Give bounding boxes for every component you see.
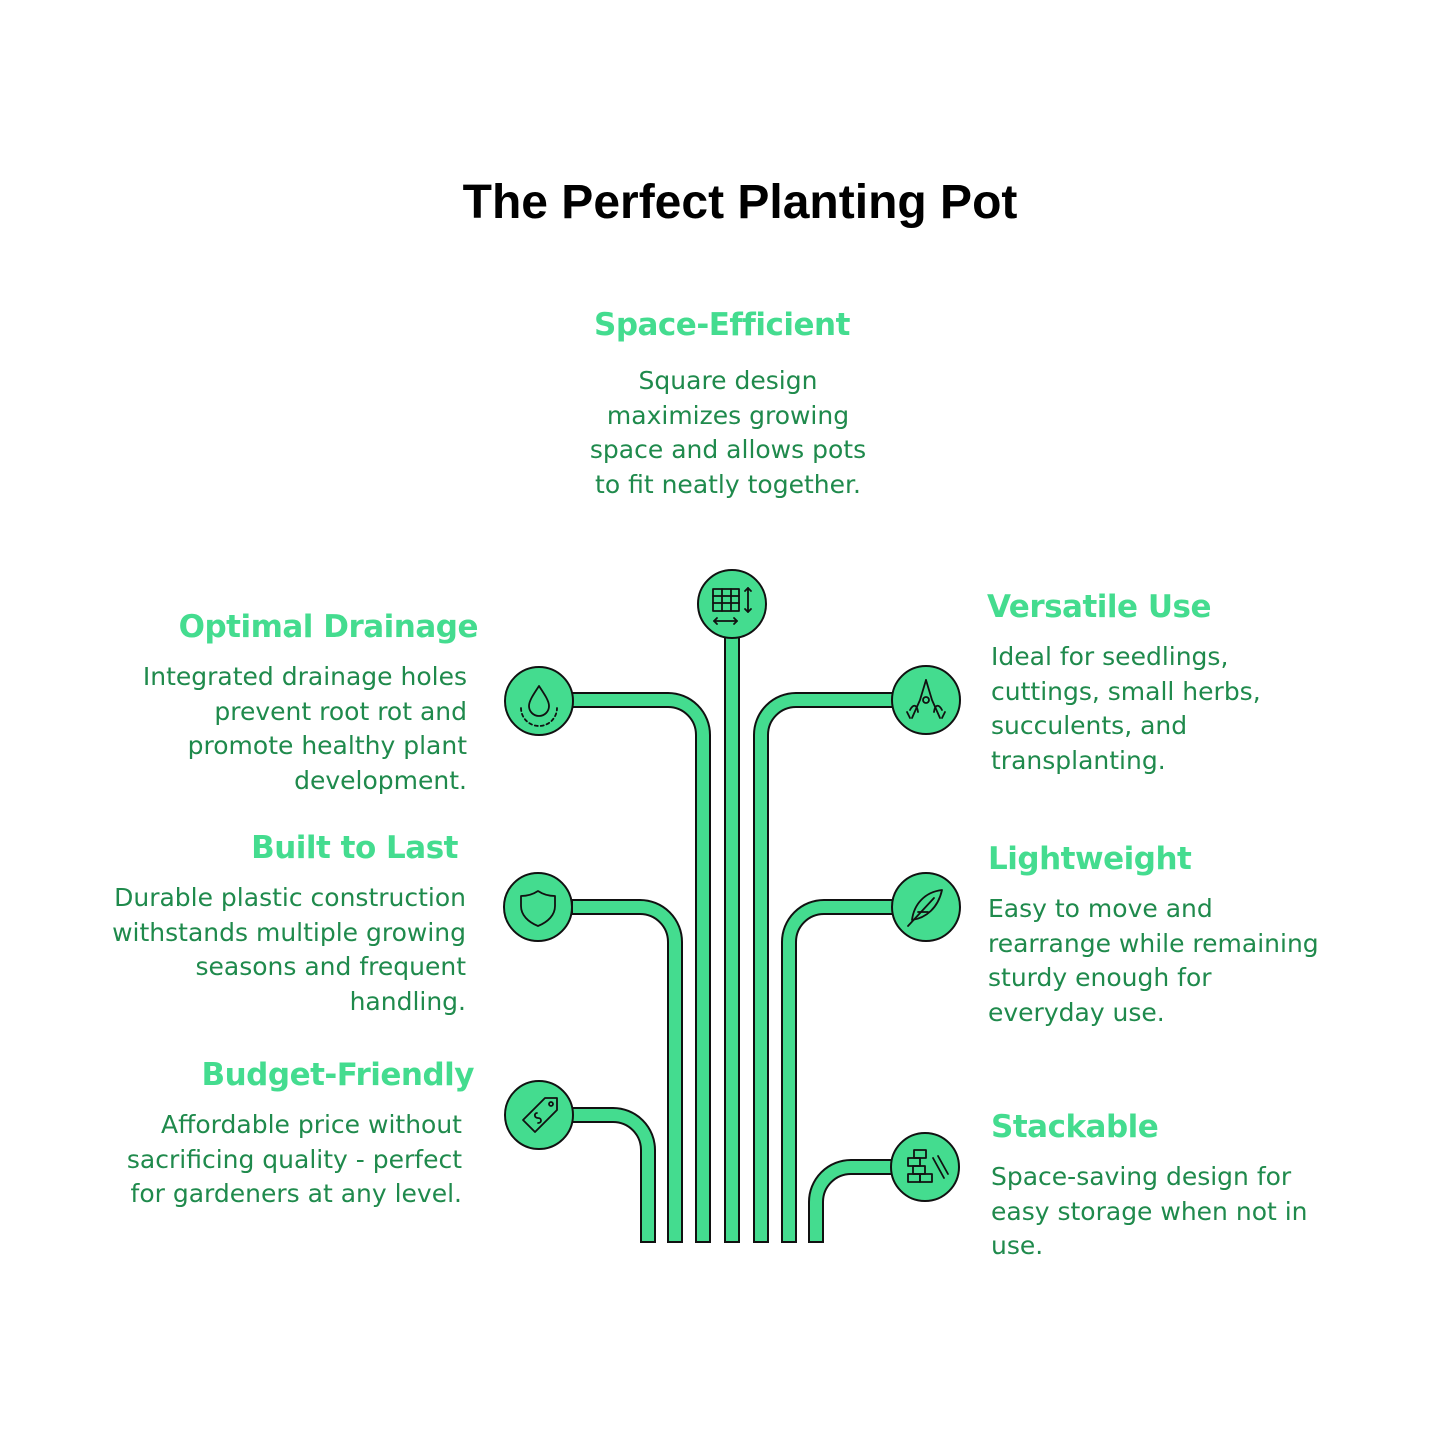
- feature-heading: Lightweight: [988, 841, 1192, 877]
- grid-resize-icon: [712, 587, 752, 625]
- page-title: The Perfect Planting Pot: [462, 176, 1018, 229]
- water-drop-icon: [520, 685, 558, 727]
- price-tag-icon: [522, 1097, 558, 1133]
- feature-heading: Space-Efficient: [594, 307, 850, 343]
- feature-description: Durable plastic construction withstands …: [112, 883, 466, 1016]
- feature-budget-friendly: Budget-Friendly Affordable price without…: [110, 1057, 475, 1212]
- feature-description: Square design maximizes growing space an…: [589, 366, 867, 499]
- feature-space-efficient: Space-Efficient Square design maximizes …: [548, 307, 908, 502]
- trunk-space-efficient: [724, 631, 740, 1243]
- pruning-shears-icon: [906, 679, 946, 719]
- feature-description: Affordable price without sacrificing qua…: [126, 1110, 462, 1209]
- branch-lightweight: [781, 899, 894, 1243]
- branch-built-to-last: [571, 899, 683, 1243]
- feather-icon: [907, 889, 943, 927]
- shield-icon: [520, 890, 556, 927]
- feature-built-to-last: Built to Last Durable plastic constructi…: [110, 830, 468, 1019]
- feature-description: Easy to move and rearrange while remaini…: [988, 894, 1319, 1027]
- feature-heading: Versatile Use: [987, 589, 1212, 625]
- feature-description: Integrated drainage holes prevent root r…: [142, 662, 467, 795]
- branch-optimal-drainage: [571, 692, 711, 1243]
- branch-budget-friendly: [571, 1107, 656, 1243]
- feature-heading: Built to Last: [251, 830, 458, 866]
- feature-heading: Stackable: [991, 1109, 1159, 1145]
- feature-lightweight: Lightweight Easy to move and rearrange w…: [988, 841, 1328, 1030]
- feature-optimal-drainage: Optimal Drainage Integrated drainage hol…: [110, 609, 479, 798]
- stacked-blocks-icon: [907, 1149, 949, 1183]
- feature-heading: Optimal Drainage: [178, 609, 479, 645]
- feature-stackable: Stackable Space-saving design for easy s…: [991, 1109, 1321, 1264]
- feature-versatile-use: Versatile Use Ideal for seedlings, cutti…: [987, 589, 1277, 778]
- feature-description: Ideal for seedlings, cuttings, small her…: [991, 642, 1261, 775]
- branch-versatile-use: [753, 692, 894, 1243]
- feature-description: Space-saving design for easy storage whe…: [991, 1162, 1308, 1261]
- branch-stackable: [808, 1159, 894, 1243]
- feature-heading: Budget-Friendly: [201, 1057, 474, 1093]
